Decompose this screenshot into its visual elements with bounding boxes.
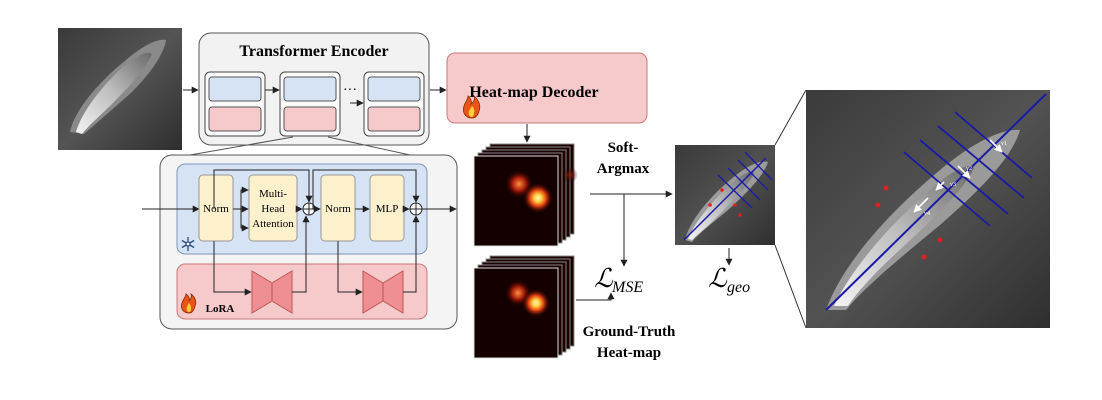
predicted-heatmap-stack [473, 143, 578, 247]
landmark-prediction-image [675, 145, 775, 245]
mse-loss-subscript: MSE [611, 279, 643, 296]
norm-1 [198, 174, 234, 242]
transformer-block-detail: Norm Multi- Head Attention Norm MLP [142, 154, 458, 330]
zoomed-landmark-image: v1 v2 v3 v4 [806, 90, 1050, 328]
flame-icon [463, 94, 481, 119]
ground-truth-label-1: Ground-Truth [583, 324, 676, 340]
encoder-layer-n [363, 71, 425, 137]
svg-text:MLP: MLP [376, 203, 399, 215]
svg-text:Attention: Attention [252, 218, 294, 230]
arrow-gt-to-mse [576, 292, 615, 301]
svg-text:Multi-: Multi- [259, 188, 287, 200]
vector-label-2: v2 [966, 166, 972, 172]
ground-truth-heatmap-stack [473, 255, 575, 359]
mse-loss-symbol: ℒ [594, 264, 614, 293]
ground-truth-label-2: Heat-map [597, 345, 661, 361]
input-xray-image [58, 28, 182, 150]
vector-label-4: v4 [924, 211, 930, 217]
vector-label-3: v3 [950, 182, 956, 188]
soft-argmax-label-1: Soft- [608, 140, 639, 156]
lora-adapter-1 [251, 270, 293, 314]
encoder-layer-1 [204, 71, 266, 137]
svg-text:Norm: Norm [325, 203, 351, 215]
encoder-ellipsis: ··· [343, 83, 357, 98]
encoder-title: Transformer Encoder [239, 43, 388, 60]
geo-loss-subscript: geo [727, 279, 750, 296]
svg-text:Head: Head [261, 203, 285, 215]
lora-label: LoRA [206, 303, 235, 315]
svg-text:Norm: Norm [203, 203, 229, 215]
encoder-layer-2 [279, 71, 341, 137]
geo-loss-symbol: ℒ [708, 264, 728, 293]
transformer-encoder: Transformer Encoder ··· [198, 32, 430, 146]
flame-icon [181, 292, 197, 314]
lora-adapter-2 [362, 270, 404, 314]
heatmap-decoder: Heat-map Decoder [446, 52, 648, 124]
vector-label-1: v1 [1001, 141, 1007, 147]
soft-argmax-label-2: Argmax [597, 161, 650, 177]
snowflake-icon [181, 237, 195, 251]
decoder-title: Heat-map Decoder [469, 84, 598, 101]
